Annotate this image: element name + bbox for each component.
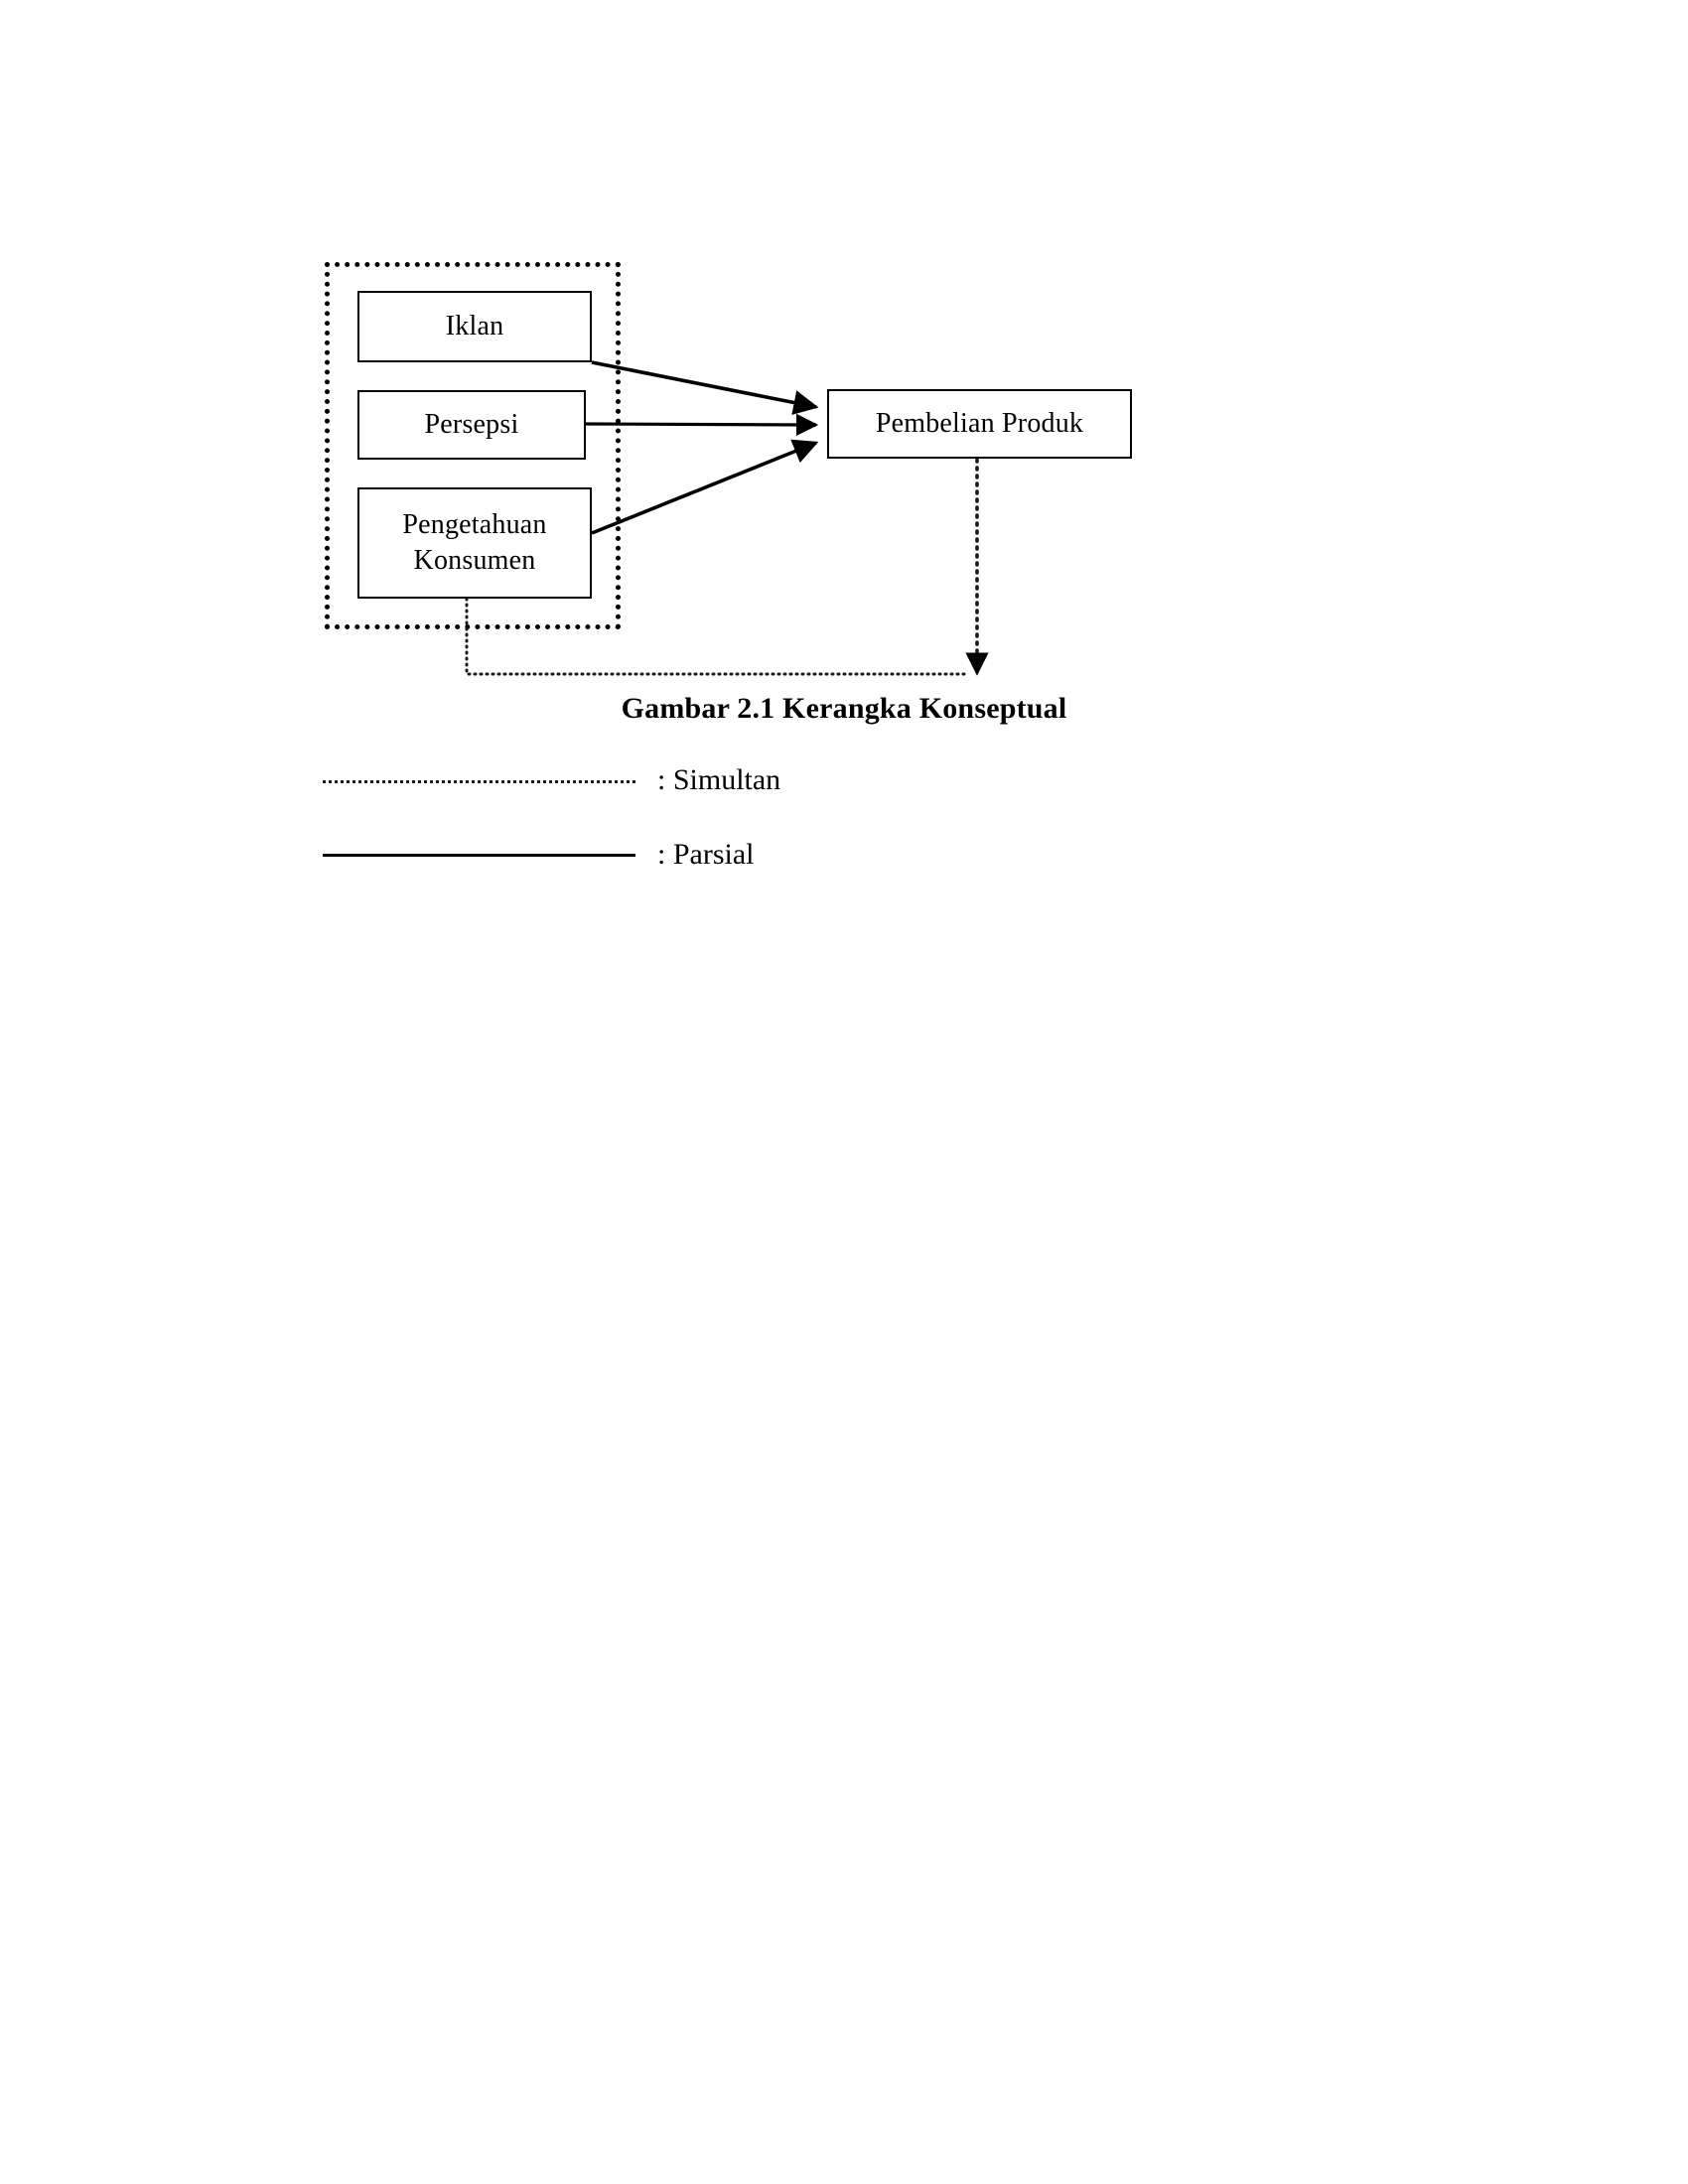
legend-item-simultan: : Simultan <box>323 759 780 801</box>
legend-item-parsial: : Parsial <box>323 834 755 876</box>
node-box-iklan[interactable]: Iklan <box>357 291 592 362</box>
node-label-iklan: Iklan <box>445 311 504 342</box>
legend-label-parsial: : Parsial <box>657 838 755 871</box>
legend-sample-solid-line <box>323 853 635 857</box>
node-label-pembelian-produk: Pembelian Produk <box>875 408 1084 440</box>
node-box-pengetahuan-konsumen[interactable]: Pengetahuan Konsumen <box>357 487 592 599</box>
legend-sample-dotted-line <box>323 779 635 783</box>
node-label-pengetahuan-konsumen: Pengetahuan Konsumen <box>402 509 547 576</box>
node-box-pembelian-produk[interactable]: Pembelian Produk <box>827 389 1132 459</box>
node-box-persepsi[interactable]: Persepsi <box>357 390 586 460</box>
node-label-persepsi: Persepsi <box>424 409 519 441</box>
legend-label-simultan: : Simultan <box>657 763 781 796</box>
figure-caption: Gambar 2.1 Kerangka Konseptual <box>621 692 1067 725</box>
edge-pengetahuan-to-pembelian <box>591 439 819 535</box>
edge-iklan-to-pembelian <box>591 360 819 415</box>
